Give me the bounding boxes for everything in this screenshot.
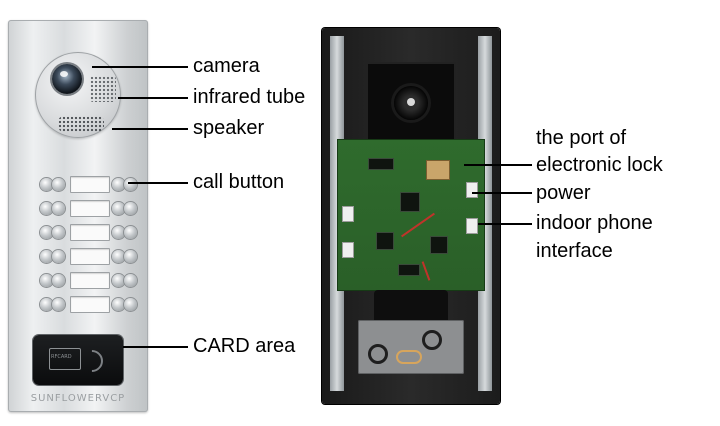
call-button[interactable] (124, 202, 137, 215)
indoor-phone-label-line1: indoor phone (536, 212, 653, 234)
housing-rail-left (330, 36, 344, 391)
indoor-phone-connector (466, 218, 478, 234)
power-label: power (536, 182, 591, 204)
back-panel (322, 28, 500, 404)
circuit-board (338, 140, 484, 290)
brand-text: SUNFLOWERVCP (30, 393, 126, 404)
call-button[interactable] (52, 298, 65, 311)
call-button[interactable] (112, 250, 125, 263)
rfid-wave-icon (76, 345, 108, 377)
call-button[interactable] (124, 298, 137, 311)
camera-label: camera (193, 55, 260, 77)
name-label-slot (70, 272, 110, 289)
speaker-grille-icon (58, 116, 104, 132)
infrared-tube-label: infrared tube (193, 86, 306, 108)
call-button[interactable] (52, 250, 65, 263)
electronic-lock-port (466, 182, 478, 198)
wire (421, 261, 431, 281)
call-button[interactable] (112, 202, 125, 215)
call-button-row (38, 272, 138, 289)
card-reader-text: RFCARD (51, 354, 72, 360)
name-label-slot (70, 176, 110, 193)
chip (368, 158, 394, 170)
camera-lens-icon (394, 86, 428, 120)
call-button[interactable] (40, 250, 53, 263)
call-button[interactable] (52, 178, 65, 191)
call-button-leader-line (128, 182, 188, 184)
chip (400, 192, 420, 212)
call-button[interactable] (40, 178, 53, 191)
call-button-row (38, 224, 138, 241)
call-button-row (38, 200, 138, 217)
name-label-slot (70, 296, 110, 313)
call-button[interactable] (112, 298, 125, 311)
power-leader-line (472, 192, 532, 194)
call-button[interactable] (52, 274, 65, 287)
call-button-row (38, 176, 138, 193)
call-button[interactable] (52, 226, 65, 239)
name-label-slot (70, 248, 110, 265)
relay (426, 160, 450, 180)
cable (396, 350, 422, 364)
card-reader-area[interactable]: RFCARD (33, 335, 123, 385)
call-button[interactable] (124, 274, 137, 287)
indoor-phone-label-line2: interface (536, 240, 613, 262)
rfid-card-icon: RFCARD (49, 348, 81, 370)
call-button[interactable] (40, 274, 53, 287)
connector (342, 242, 354, 258)
chip (376, 232, 394, 250)
camera-module (366, 62, 456, 152)
call-button[interactable] (40, 298, 53, 311)
camera-icon (52, 64, 82, 94)
indoor-phone-leader-line (478, 223, 532, 225)
call-button[interactable] (112, 226, 125, 239)
lock-port-label-line1: the port of (536, 127, 627, 149)
front-panel: RFCARD SUNFLOWERVCP (8, 20, 148, 412)
speaker-label: speaker (193, 117, 265, 139)
call-button[interactable] (40, 226, 53, 239)
infrared-leader-line (118, 97, 188, 99)
call-button[interactable] (112, 274, 125, 287)
name-label-slot (70, 224, 110, 241)
card-area-label: CARD area (193, 335, 296, 357)
card-reader-module (358, 320, 464, 374)
call-button-row (38, 248, 138, 265)
connector (342, 206, 354, 222)
call-button[interactable] (124, 226, 137, 239)
call-button-row (38, 296, 138, 313)
call-button[interactable] (124, 178, 137, 191)
call-button[interactable] (52, 202, 65, 215)
call-button[interactable] (112, 178, 125, 191)
infrared-tube-icon (90, 76, 116, 102)
call-button[interactable] (124, 250, 137, 263)
name-label-slot (70, 200, 110, 217)
housing-rail-right (478, 36, 492, 391)
speaker-leader-line (112, 128, 188, 130)
camera-leader-line (92, 66, 188, 68)
lock-port-label-line2: electronic lock (536, 154, 663, 176)
chip (398, 264, 420, 276)
coil-icon (422, 330, 442, 350)
call-button[interactable] (40, 202, 53, 215)
chip (430, 236, 448, 254)
lock-port-leader-line (464, 164, 532, 166)
coil-icon (368, 344, 388, 364)
wire (401, 212, 435, 238)
call-button-label: call button (193, 171, 285, 193)
card-area-leader-line (123, 346, 188, 348)
